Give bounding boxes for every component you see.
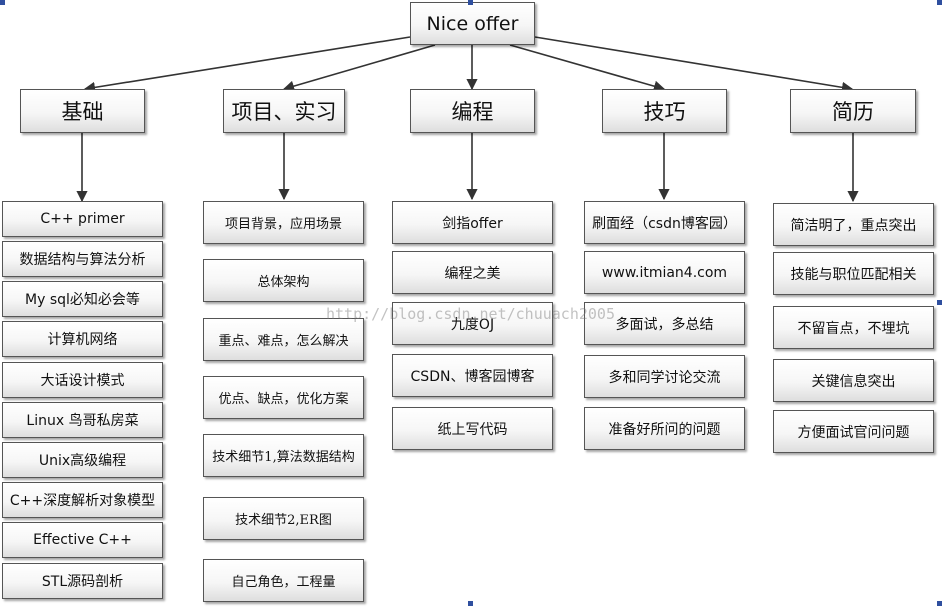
selection-handle-top-left[interactable] bbox=[0, 0, 5, 5]
leaf-basics-8[interactable]: C++深度解析对象模型 bbox=[2, 482, 163, 518]
category-basics[interactable]: 基础 bbox=[20, 89, 145, 133]
leaf-programming-2[interactable]: 编程之美 bbox=[392, 251, 553, 294]
category-projects[interactable]: 项目、实习 bbox=[223, 89, 345, 133]
selection-handle-bottom-center[interactable] bbox=[468, 601, 473, 606]
leaf-basics-1[interactable]: C++ primer bbox=[2, 201, 163, 237]
leaf-basics-7[interactable]: Unix高级编程 bbox=[2, 442, 163, 478]
link-root-resume bbox=[534, 36, 854, 93]
leaf-projects-2[interactable]: 总体架构 bbox=[203, 259, 364, 302]
leaf-skills-5[interactable]: 准备好所问的问题 bbox=[584, 407, 745, 450]
leaf-skills-3[interactable]: 多面试，多总结 bbox=[584, 302, 745, 345]
leaf-skills-1[interactable]: 刷面经（csdn博客园） bbox=[584, 201, 745, 244]
category-skills[interactable]: 技巧 bbox=[602, 89, 727, 133]
category-resume[interactable]: 简历 bbox=[790, 89, 916, 133]
leaf-basics-6[interactable]: Linux 鸟哥私房菜 bbox=[2, 402, 163, 438]
leaf-resume-2[interactable]: 技能与职位匹配相关 bbox=[773, 252, 934, 295]
leaf-projects-1[interactable]: 项目背景，应用场景 bbox=[203, 201, 364, 244]
leaf-basics-5[interactable]: 大话设计模式 bbox=[2, 362, 163, 398]
selection-handle-bottom-right[interactable] bbox=[937, 601, 942, 606]
selection-handle-middle-right[interactable] bbox=[937, 300, 942, 305]
leaf-basics-4[interactable]: 计算机网络 bbox=[2, 321, 163, 357]
link-root-basics bbox=[83, 36, 411, 93]
leaf-programming-3[interactable]: 九度OJ bbox=[392, 302, 553, 345]
leaf-basics-3[interactable]: My sql必知必会等 bbox=[2, 281, 163, 317]
leaf-resume-5[interactable]: 方便面试官问问题 bbox=[773, 410, 934, 453]
category-programming[interactable]: 编程 bbox=[410, 89, 535, 133]
leaf-programming-4[interactable]: CSDN、博客园博客 bbox=[392, 354, 553, 397]
leaf-basics-9[interactable]: Effective C++ bbox=[2, 522, 163, 558]
leaf-skills-4[interactable]: 多和同学讨论交流 bbox=[584, 355, 745, 398]
leaf-resume-1[interactable]: 简洁明了，重点突出 bbox=[773, 203, 934, 246]
link-root-projects bbox=[282, 44, 436, 92]
leaf-skills-2[interactable]: www.itmian4.com bbox=[584, 251, 745, 294]
leaf-projects-3[interactable]: 重点、难点，怎么解决 bbox=[203, 318, 364, 361]
leaf-basics-10[interactable]: STL源码剖析 bbox=[2, 563, 163, 599]
leaf-resume-4[interactable]: 关键信息突出 bbox=[773, 359, 934, 402]
leaf-resume-3[interactable]: 不留盲点，不埋坑 bbox=[773, 306, 934, 349]
selection-handle-top-center[interactable] bbox=[468, 0, 473, 5]
selection-handle-top-right[interactable] bbox=[937, 0, 942, 5]
link-root-skills bbox=[509, 44, 666, 92]
leaf-projects-4[interactable]: 优点、缺点，优化方案 bbox=[203, 376, 364, 419]
leaf-projects-7[interactable]: 自己角色，工程量 bbox=[203, 559, 364, 602]
leaf-programming-1[interactable]: 剑指offer bbox=[392, 201, 553, 244]
leaf-programming-5[interactable]: 纸上写代码 bbox=[392, 407, 553, 450]
leaf-projects-5[interactable]: 技术细节1,算法数据结构 bbox=[203, 434, 364, 477]
leaf-basics-2[interactable]: 数据结构与算法分析 bbox=[2, 241, 163, 277]
root-node[interactable]: Nice offer bbox=[410, 2, 535, 45]
leaf-projects-6[interactable]: 技术细节2,ER图 bbox=[203, 497, 364, 540]
